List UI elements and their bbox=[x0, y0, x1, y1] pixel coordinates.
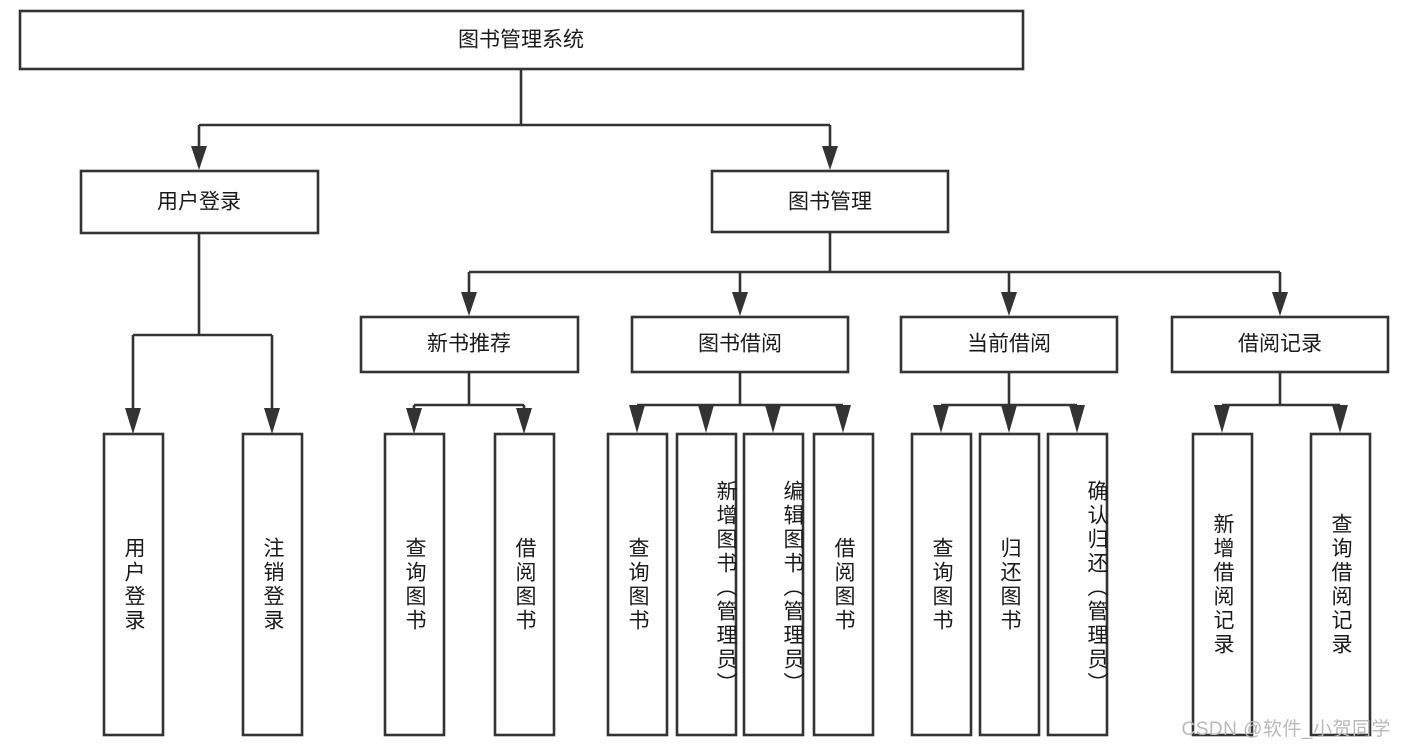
arrow-head-leaf-user-login bbox=[125, 408, 141, 434]
arrow-head-bb-borrow-book bbox=[835, 405, 851, 433]
arrow-head-nb-borrow-book bbox=[516, 408, 532, 434]
leaf-boxes-user-login bbox=[102, 432, 304, 737]
leaf-box-logout[interactable] bbox=[241, 432, 304, 737]
connectors-new-book-to-leaves bbox=[406, 372, 532, 434]
arrow-head-book-borrow bbox=[732, 292, 748, 316]
node-borrow-record-box[interactable] bbox=[1170, 315, 1390, 374]
connectors-book-borrow-to-leaves bbox=[629, 372, 851, 433]
leaf-boxes-borrow-record bbox=[1191, 432, 1372, 737]
node-current-borrow[interactable]: 当前借阅 bbox=[899, 315, 1119, 374]
arrow-head-bb-query-book bbox=[629, 405, 645, 433]
leaf-box-bb-borrow-book[interactable] bbox=[812, 432, 875, 737]
node-borrow-record[interactable]: 借阅记录 bbox=[1170, 315, 1390, 374]
connectors-borrow-record-to-leaves bbox=[1214, 372, 1348, 433]
arrow-head-nb-query-book bbox=[406, 408, 422, 434]
node-root[interactable]: 图书管理系统 bbox=[18, 9, 1025, 71]
arrow-head-br-add-record bbox=[1214, 405, 1230, 433]
leaf-boxes-current-borrow bbox=[910, 432, 1109, 737]
arrow-head-br-query-record bbox=[1332, 405, 1348, 433]
leaf-box-nb-borrow-book[interactable] bbox=[493, 432, 556, 737]
node-new-book-recommend[interactable]: 新书推荐 bbox=[359, 315, 580, 374]
arrow-head-cb-confirm-return bbox=[1069, 405, 1085, 433]
connectors-root-to-level2 bbox=[191, 69, 838, 170]
connectors-book-manage-to-level3 bbox=[461, 232, 1288, 316]
leaf-box-br-add-record[interactable] bbox=[1191, 432, 1254, 737]
node-book-manage[interactable]: 图书管理 bbox=[710, 169, 950, 234]
connectors-current-borrow-to-leaves bbox=[933, 372, 1085, 433]
node-user-login[interactable]: 用户登录 bbox=[79, 169, 320, 235]
csdn-watermark: CSDN @软件_小贺同学 bbox=[1181, 719, 1391, 740]
leaf-box-br-query-record[interactable] bbox=[1309, 432, 1372, 737]
node-root-label: 图书管理系统 bbox=[458, 29, 584, 52]
leaf-box-cb-return-book[interactable] bbox=[978, 432, 1041, 737]
leaf-box-cb-query-book[interactable] bbox=[910, 432, 973, 737]
arrow-head-user-login bbox=[191, 146, 207, 170]
leaf-box-bb-edit-book[interactable] bbox=[742, 432, 805, 737]
leaf-box-bb-query-book[interactable] bbox=[606, 432, 669, 737]
leaf-box-bb-add-book[interactable] bbox=[675, 432, 738, 737]
node-borrow-record-label: 借阅记录 bbox=[1238, 333, 1322, 356]
leaf-boxes-book-borrow bbox=[606, 432, 875, 737]
arrow-head-cb-query-book bbox=[933, 405, 949, 433]
connectors-user-login-to-leaves bbox=[125, 233, 280, 434]
node-current-borrow-label: 当前借阅 bbox=[967, 333, 1051, 356]
node-book-borrow-box[interactable] bbox=[630, 315, 850, 374]
arrow-head-book-manage bbox=[822, 146, 838, 170]
node-user-login-box[interactable] bbox=[79, 169, 320, 235]
node-book-borrow-label: 图书借阅 bbox=[698, 333, 782, 356]
arrow-head-bb-add-book bbox=[698, 405, 714, 433]
node-new-book-recommend-box[interactable] bbox=[359, 315, 580, 374]
arrow-head-cb-return-book bbox=[1001, 405, 1017, 433]
leaf-box-user-login[interactable] bbox=[102, 432, 165, 737]
node-current-borrow-box[interactable] bbox=[899, 315, 1119, 374]
node-book-manage-label: 图书管理 bbox=[788, 191, 872, 214]
arrow-head-bb-edit-book bbox=[765, 405, 781, 433]
node-book-manage-box[interactable] bbox=[710, 169, 950, 234]
leaf-boxes-new-book-recommend bbox=[383, 432, 556, 737]
node-new-book-recommend-label: 新书推荐 bbox=[427, 333, 511, 356]
node-book-borrow[interactable]: 图书借阅 bbox=[630, 315, 850, 374]
arrow-head-leaf-logout bbox=[264, 408, 280, 434]
leaf-box-cb-confirm-return[interactable] bbox=[1046, 432, 1109, 737]
node-user-login-label: 用户登录 bbox=[157, 191, 241, 214]
arrow-head-current-borrow bbox=[1001, 292, 1017, 316]
leaf-box-nb-query-book[interactable] bbox=[383, 432, 446, 737]
arrow-head-new-book bbox=[461, 292, 477, 316]
arrow-head-borrow-record bbox=[1272, 292, 1288, 316]
node-root-box[interactable] bbox=[18, 9, 1025, 71]
